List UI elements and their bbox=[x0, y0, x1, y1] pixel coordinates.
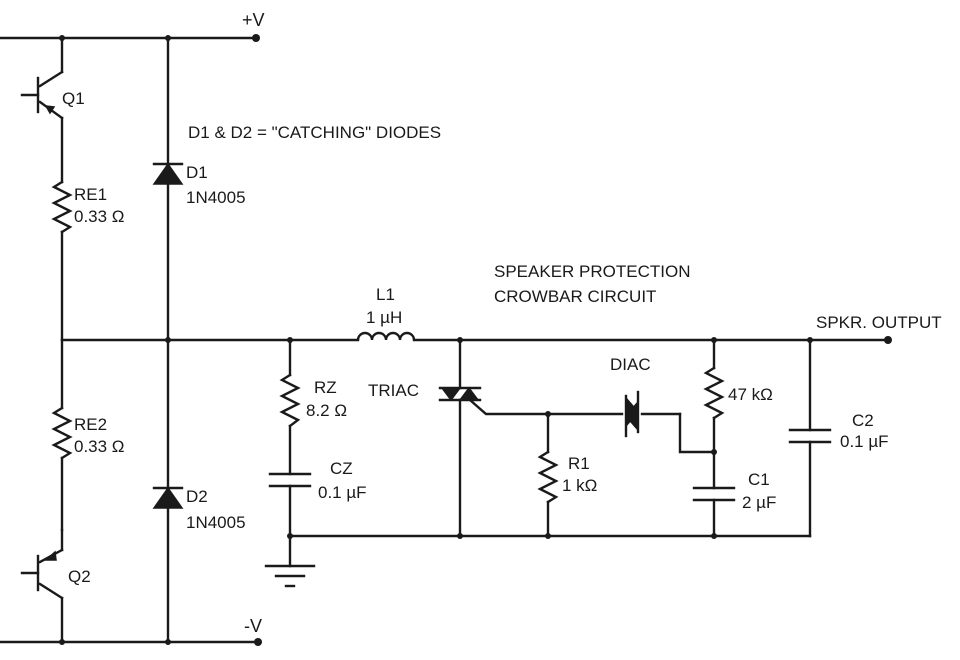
re1-resistor bbox=[51, 180, 73, 342]
re1-value: 0.33 Ω bbox=[74, 207, 125, 226]
l1-value: 1 µH bbox=[366, 308, 402, 327]
q1-label: Q1 bbox=[62, 89, 85, 108]
negative-rail-label: -V bbox=[244, 616, 262, 636]
cz-label: CZ bbox=[330, 459, 353, 478]
d1-part: 1N4005 bbox=[186, 188, 246, 207]
positive-rail-label: +V bbox=[242, 10, 265, 30]
cz-capacitor bbox=[268, 472, 312, 568]
ground-return-bus bbox=[287, 533, 812, 539]
d2-label: D2 bbox=[186, 487, 208, 506]
r1-value: 1 kΩ bbox=[562, 476, 597, 495]
d2-part: 1N4005 bbox=[186, 513, 246, 532]
ground-symbol bbox=[264, 564, 316, 588]
triac-label: TRIAC bbox=[368, 381, 419, 400]
rz-label: RZ bbox=[314, 378, 337, 397]
r1-resistor bbox=[537, 412, 559, 538]
cz-value: 0.1 µF bbox=[318, 483, 367, 502]
c1-label: C1 bbox=[748, 470, 770, 489]
l1-label: L1 bbox=[376, 285, 395, 304]
c2-label: C2 bbox=[852, 411, 874, 430]
diac-symbol bbox=[545, 390, 717, 455]
d1-diode bbox=[152, 36, 184, 342]
rz-resistor bbox=[279, 338, 301, 476]
catching-diodes-note: D1 & D2 = "CATCHING" DIODES bbox=[188, 123, 441, 142]
output-bus bbox=[60, 337, 360, 343]
r1-label: R1 bbox=[568, 454, 590, 473]
rz-value: 8.2 Ω bbox=[306, 401, 347, 420]
r47k-resistor bbox=[703, 338, 725, 490]
c2-value: 0.1 µF bbox=[840, 432, 889, 451]
negative-rail bbox=[0, 638, 262, 646]
re1-label: RE1 bbox=[74, 185, 107, 204]
c1-capacitor bbox=[692, 486, 736, 538]
q2-label: Q2 bbox=[68, 567, 91, 586]
d2-diode bbox=[152, 338, 184, 644]
circuit-title-line2: CROWBAR CIRCUIT bbox=[494, 287, 656, 306]
triac-symbol bbox=[438, 338, 550, 538]
positive-rail bbox=[0, 34, 260, 42]
q2-transistor bbox=[20, 528, 64, 644]
circuit-title-line1: SPEAKER PROTECTION bbox=[494, 262, 690, 281]
r47k-value: 47 kΩ bbox=[728, 385, 773, 404]
q1-transistor bbox=[20, 36, 64, 184]
re2-value: 0.33 Ω bbox=[74, 437, 125, 456]
c2-capacitor bbox=[788, 338, 832, 538]
diac-label: DIAC bbox=[610, 355, 651, 374]
d1-label: D1 bbox=[186, 163, 208, 182]
re2-resistor bbox=[51, 338, 73, 532]
speaker-output-label: SPKR. OUTPUT bbox=[816, 313, 942, 332]
l1-inductor bbox=[356, 331, 892, 344]
c1-value: 2 µF bbox=[742, 493, 776, 512]
re2-label: RE2 bbox=[74, 415, 107, 434]
